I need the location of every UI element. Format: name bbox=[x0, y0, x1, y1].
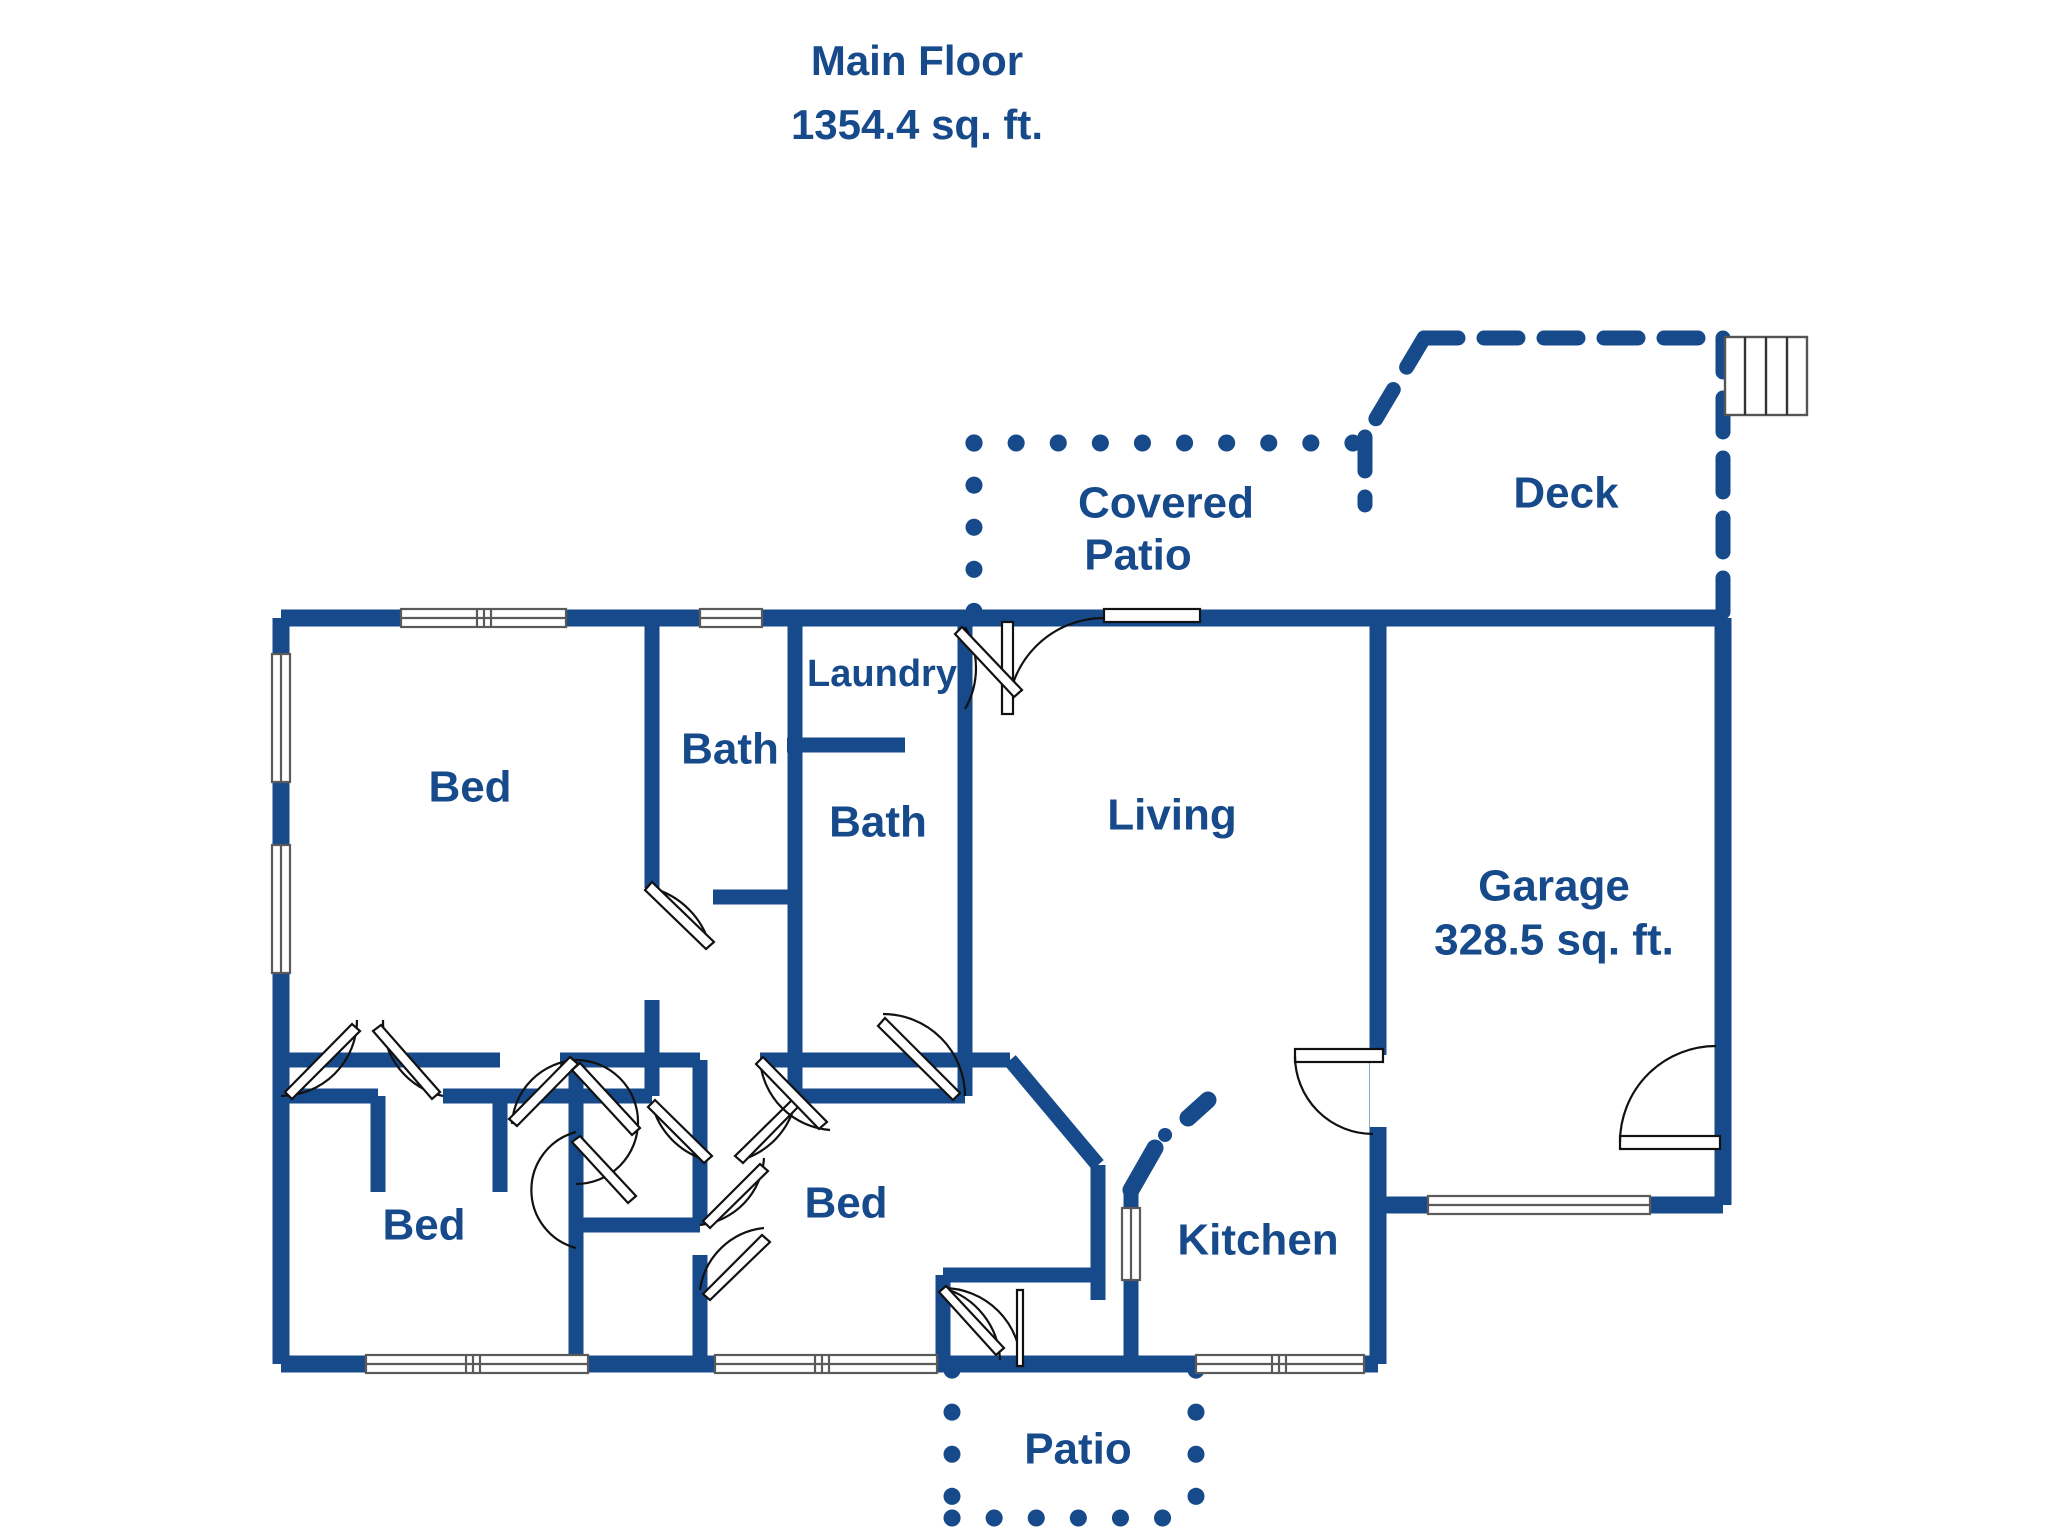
windows bbox=[270, 607, 1652, 1375]
door-living-entry bbox=[1000, 607, 1202, 716]
room-label-patio: Patio bbox=[1024, 1425, 1132, 1474]
wall-kitchen-angle bbox=[1122, 1139, 1164, 1199]
room-label-bed-lower-mid: Bed bbox=[804, 1179, 887, 1228]
door-patio-exterior bbox=[937, 1284, 1025, 1368]
room-label-garage-area: 328.5 sq. ft. bbox=[1434, 916, 1674, 965]
room-label-deck: Deck bbox=[1513, 469, 1619, 518]
room-label-laundry: Laundry bbox=[807, 653, 957, 695]
door-bath-right bbox=[876, 1012, 967, 1102]
door-closet-mid-b bbox=[698, 1226, 772, 1302]
room-label-kitchen: Kitchen bbox=[1177, 1216, 1338, 1265]
room-label-bath-left: Bath bbox=[681, 725, 779, 774]
room-label-bed-upper-left: Bed bbox=[428, 763, 511, 812]
room-label-bath-right: Bath bbox=[829, 798, 927, 847]
room-label-garage: Garage bbox=[1478, 862, 1630, 911]
wall-kitchen-angle-2 bbox=[1179, 1091, 1217, 1127]
garage-door-gap bbox=[1370, 1055, 1388, 1127]
interior-walls-kitchen bbox=[1122, 1091, 1217, 1364]
covered-patio-outline bbox=[965, 434, 1371, 627]
window-left-lower bbox=[270, 843, 292, 975]
room-label-living: Living bbox=[1107, 791, 1237, 840]
window-bottom-bed-left bbox=[364, 1353, 590, 1375]
window-bottom-bed-mid bbox=[713, 1353, 939, 1375]
window-top-bath bbox=[698, 607, 764, 629]
wall-kitchen-dot-a bbox=[1158, 1121, 1189, 1142]
door-bed-upper-closet-b bbox=[371, 1019, 444, 1101]
patio-outline bbox=[943, 1361, 1205, 1527]
window-left-upper bbox=[270, 652, 292, 784]
door-bed-lower-left-b bbox=[570, 1058, 642, 1186]
door-laundry bbox=[953, 625, 1024, 710]
wall-midbed-diagonal bbox=[1004, 1055, 1104, 1170]
door-closet-mid-a bbox=[699, 1157, 770, 1230]
window-top-bed bbox=[399, 607, 568, 629]
door-bed-upper-closet-a bbox=[280, 1019, 362, 1101]
door-bed-lower-left-c bbox=[530, 1130, 638, 1250]
doors bbox=[280, 607, 1722, 1368]
room-label-covered-patio-line2: Patio bbox=[1084, 531, 1192, 580]
window-bottom-kitchen bbox=[1194, 1353, 1366, 1375]
window-kitchen-interior bbox=[1120, 1206, 1142, 1282]
door-living-garage bbox=[1293, 1047, 1385, 1136]
door-bath-left bbox=[643, 880, 716, 951]
interior-walls-living bbox=[1370, 1055, 1388, 1127]
deck-stairs-icon bbox=[1723, 335, 1809, 417]
deck-outline bbox=[1357, 330, 1731, 626]
door-bed-mid-entry bbox=[754, 1055, 831, 1132]
garage-door-overhead bbox=[1426, 1194, 1652, 1216]
room-label-covered-patio-line1: Covered bbox=[1078, 479, 1254, 528]
door-garage-side bbox=[1618, 1044, 1722, 1151]
interior-walls-upper-left bbox=[281, 618, 973, 1192]
door-bed-lower-left-a bbox=[507, 1055, 580, 1128]
plan-title-line-2: 1354.4 sq. ft. bbox=[791, 101, 1043, 148]
house-exterior-walls bbox=[272, 609, 1732, 1373]
door-hall-pair-left bbox=[646, 1098, 714, 1165]
room-label-bed-lower-left: Bed bbox=[382, 1201, 465, 1250]
deck-wall-slope bbox=[1357, 330, 1432, 445]
door-hall-pair-right bbox=[733, 1098, 800, 1165]
room-labels: Bed Bath Laundry Bath Living Bed Bed Kit… bbox=[382, 469, 1673, 1474]
interior-walls-mid bbox=[920, 1052, 1106, 1364]
plan-title: Main Floor 1354.4 sq. ft. bbox=[791, 37, 1043, 148]
plan-title-line-1: Main Floor bbox=[811, 37, 1023, 84]
